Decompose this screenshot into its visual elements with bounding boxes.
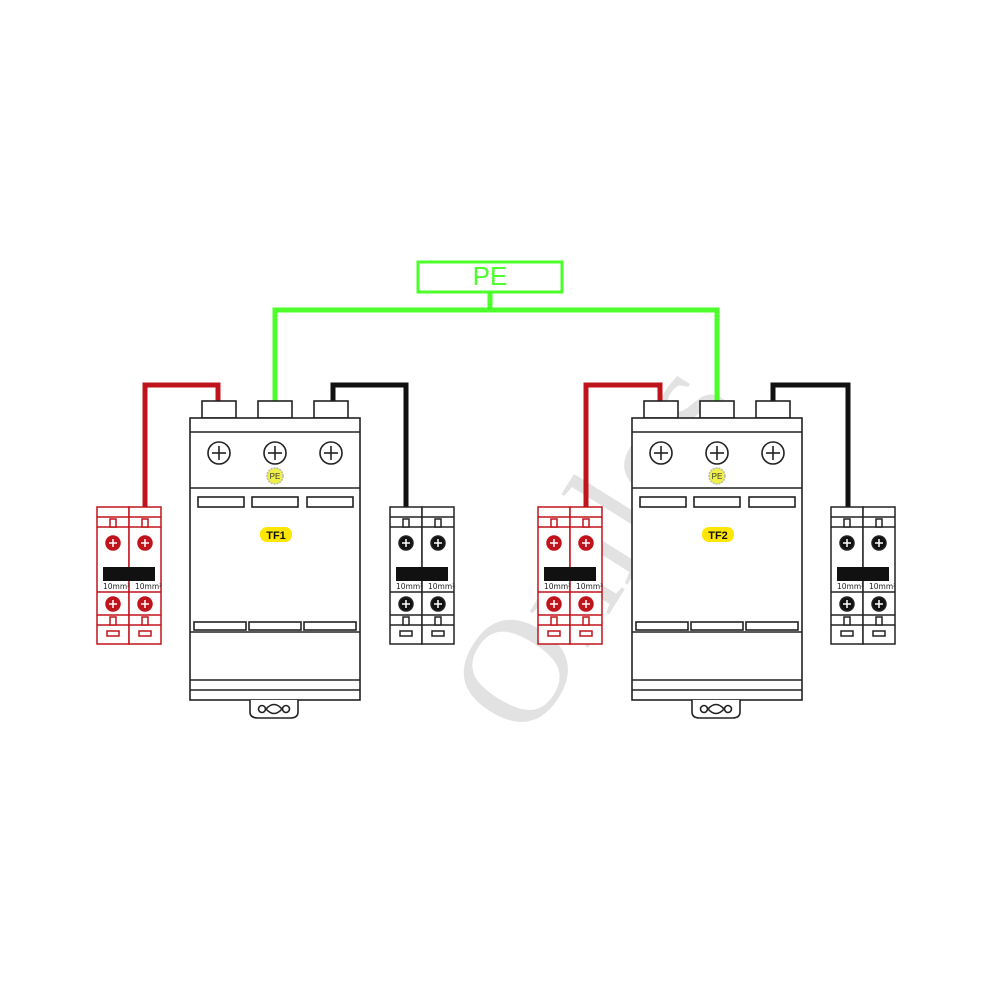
fuse-holder-negative-tf2: 10mm² 10mm² bbox=[830, 506, 896, 645]
spd-unit-tf1: PE TF1 bbox=[189, 400, 361, 719]
indicator-window bbox=[693, 496, 741, 508]
module-slot bbox=[745, 621, 799, 631]
module-slot bbox=[193, 621, 247, 631]
terminal-screw-icon bbox=[137, 596, 153, 612]
indicator-window bbox=[306, 496, 354, 508]
module-slot bbox=[635, 621, 689, 631]
screw-icon bbox=[705, 441, 729, 465]
terminal-screw-icon bbox=[546, 596, 562, 612]
cable-size-label: 10mm² bbox=[869, 582, 896, 591]
pe-label-box bbox=[416, 260, 564, 294]
pe-label: PE bbox=[473, 261, 508, 291]
terminal-screw-icon bbox=[398, 596, 414, 612]
cable-size-label: 10mm² bbox=[396, 582, 423, 591]
terminal-screw-icon bbox=[578, 535, 594, 551]
unit-tag bbox=[702, 527, 734, 542]
screw-icon bbox=[649, 441, 673, 465]
pe-wire-tf2 bbox=[485, 307, 720, 402]
terminal-screw-icon bbox=[578, 596, 594, 612]
screw-icon bbox=[319, 441, 343, 465]
terminal-lug bbox=[643, 400, 679, 419]
module-slot bbox=[690, 621, 744, 631]
screw-icon bbox=[207, 441, 231, 465]
fuse-label-strip bbox=[396, 567, 448, 581]
positive-wire-tf2 bbox=[583, 382, 663, 507]
indicator-window bbox=[748, 496, 796, 508]
negative-wire-tf2 bbox=[770, 382, 851, 507]
dc-wires bbox=[142, 382, 851, 507]
fuse-holder-negative-tf1: 10mm² 10mm² bbox=[389, 506, 455, 645]
terminal-lug bbox=[755, 400, 791, 419]
screw-icon bbox=[263, 441, 287, 465]
terminal-screw-icon bbox=[430, 535, 446, 551]
din-clip-slot-icon bbox=[257, 703, 291, 715]
terminal-lug bbox=[201, 400, 237, 419]
cable-size-label: 10mm² bbox=[428, 582, 455, 591]
spd-body bbox=[189, 417, 361, 701]
screw-icon bbox=[761, 441, 785, 465]
cable-size-label: 10mm² bbox=[135, 582, 162, 591]
spd-body bbox=[631, 417, 803, 701]
terminal-screw-icon bbox=[137, 535, 153, 551]
cable-size-label: 10mm² bbox=[576, 582, 603, 591]
fuse-label-strip bbox=[837, 567, 889, 581]
pe-badge-label: PE bbox=[712, 472, 723, 481]
module-slot bbox=[248, 621, 302, 631]
fuse-label-strip bbox=[103, 567, 155, 581]
unit-tag-label: TF2 bbox=[708, 530, 728, 542]
terminal-screw-icon bbox=[398, 535, 414, 551]
pe-badge-label: PE bbox=[270, 472, 281, 481]
pe-bus: PE bbox=[272, 260, 720, 402]
din-clip-slot-icon bbox=[699, 703, 733, 715]
terminal-lug bbox=[257, 400, 293, 419]
terminal-lug bbox=[313, 400, 349, 419]
terminal-screw-icon bbox=[871, 535, 887, 551]
pe-badge bbox=[266, 467, 284, 485]
terminal-screw-icon bbox=[105, 535, 121, 551]
cable-size-label: 10mm² bbox=[103, 582, 130, 591]
fuse-label-strip bbox=[544, 567, 596, 581]
terminal-screw-icon bbox=[871, 596, 887, 612]
pe-badge bbox=[708, 467, 726, 485]
positive-wire-tf1 bbox=[142, 382, 221, 507]
fuse-holder-positive-tf1: 10mm² 10mm² bbox=[96, 506, 162, 645]
terminal-screw-icon bbox=[546, 535, 562, 551]
terminal-screw-icon bbox=[839, 535, 855, 551]
cable-size-label: 10mm² bbox=[837, 582, 864, 591]
module-slot bbox=[303, 621, 357, 631]
unit-tag bbox=[260, 527, 292, 542]
indicator-window bbox=[639, 496, 687, 508]
unit-tag-label: TF1 bbox=[266, 530, 286, 542]
pe-wire-tf1 bbox=[272, 307, 495, 402]
terminal-screw-icon bbox=[105, 596, 121, 612]
indicator-window bbox=[251, 496, 299, 508]
cable-size-label: 10mm² bbox=[544, 582, 571, 591]
terminal-lug bbox=[699, 400, 735, 419]
negative-wire-tf1 bbox=[330, 382, 409, 507]
spd-unit-tf2: PE TF2 bbox=[631, 400, 803, 719]
terminal-screw-icon bbox=[839, 596, 855, 612]
indicator-window bbox=[197, 496, 245, 508]
fuse-holder-positive-tf2: 10mm² 10mm² bbox=[537, 506, 603, 645]
terminal-screw-icon bbox=[430, 596, 446, 612]
